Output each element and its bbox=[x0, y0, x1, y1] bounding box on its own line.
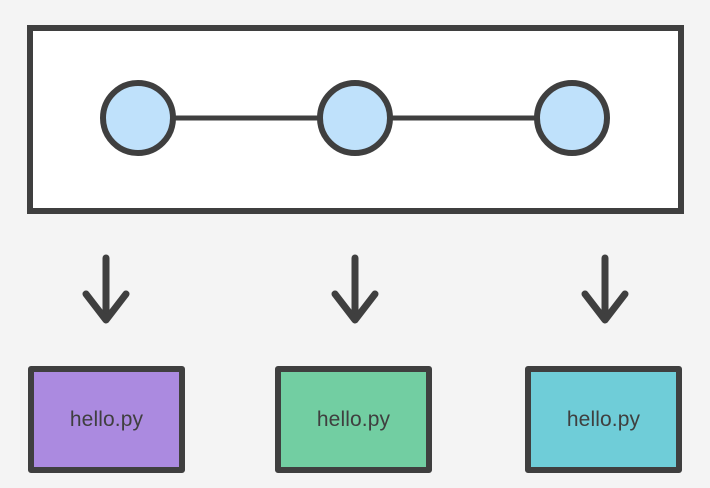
file-box-label: hello.py bbox=[69, 408, 144, 431]
file-box-hello-py-3[interactable]: hello.py bbox=[525, 366, 682, 473]
file-box-label: hello.py bbox=[316, 408, 391, 431]
arrow-down-icon-3 bbox=[581, 254, 629, 324]
arrow-row bbox=[82, 254, 629, 324]
file-box-hello-py-2[interactable]: hello.py bbox=[275, 366, 432, 473]
file-box-label: hello.py bbox=[566, 408, 641, 431]
arrow-down-icon-1 bbox=[82, 254, 130, 324]
file-box-hello-py-1[interactable]: hello.py bbox=[28, 366, 185, 473]
cluster-panel bbox=[27, 25, 684, 214]
arrow-down-icon-2 bbox=[331, 254, 379, 324]
